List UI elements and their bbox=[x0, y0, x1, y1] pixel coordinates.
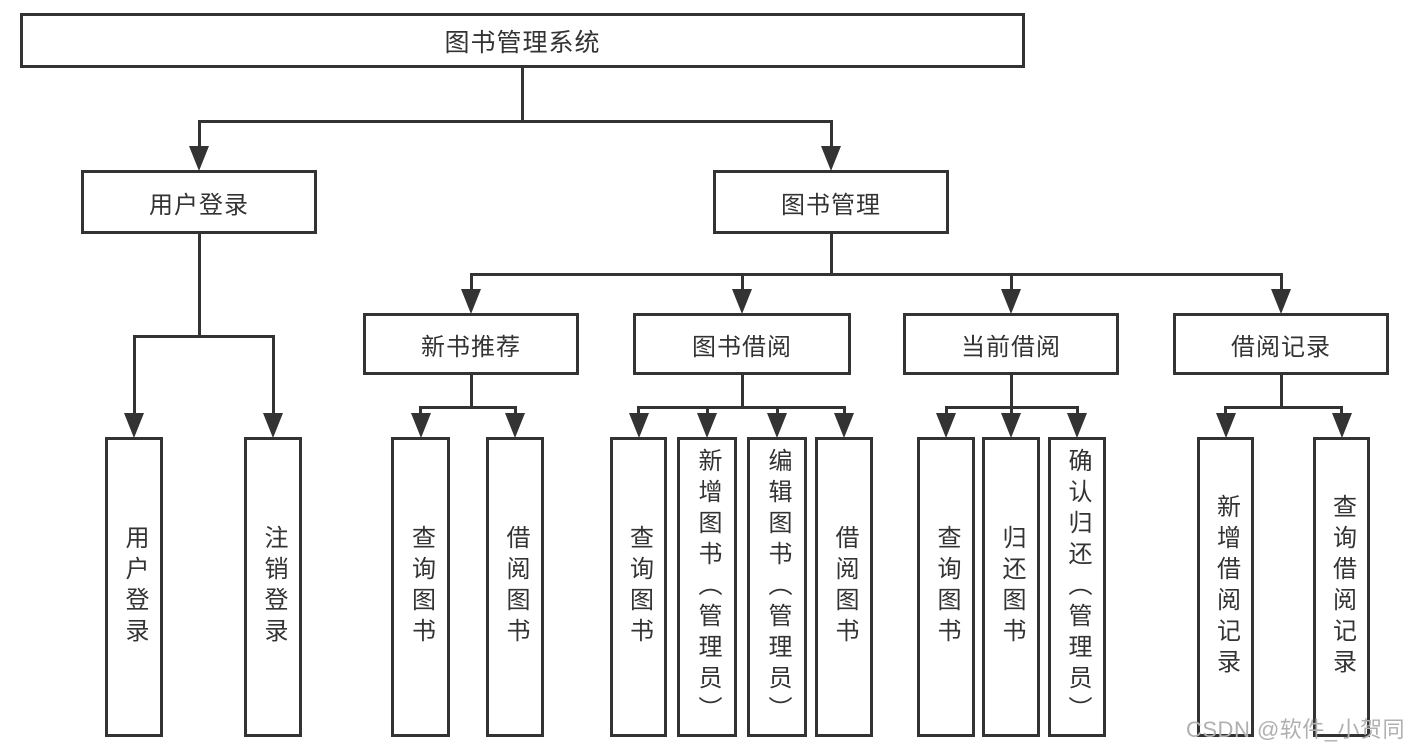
node-label-confirm-return-admin: 确认归还（管理员） bbox=[1064, 447, 1091, 727]
node-label-add-borrow-record: 新增借阅记录 bbox=[1212, 494, 1240, 680]
connector-drop-user-login bbox=[197, 120, 201, 149]
node-label-add-books-admin: 新增图书（管理员） bbox=[694, 447, 721, 727]
connector-drop-confirm-return-admin bbox=[1075, 406, 1079, 416]
arrowhead-down-icon-borrow-records bbox=[1271, 289, 1291, 314]
node-add-borrow-record: 新增借阅记录 bbox=[1197, 437, 1254, 737]
node-query-books-rec: 查询图书 bbox=[391, 437, 450, 737]
arrowhead-down-icon-add-borrow-record bbox=[1215, 413, 1236, 438]
connector-drop-add-books-admin bbox=[705, 406, 709, 416]
csdn-watermark: CSDN @软件_小贺同学 bbox=[1186, 717, 1405, 742]
connector-drop-return-books bbox=[1009, 406, 1013, 416]
connector-stem-book-mgmt bbox=[829, 234, 833, 276]
node-new-book-rec: 新书推荐 bbox=[363, 313, 579, 375]
connector-rail-borrow-records bbox=[1224, 406, 1343, 409]
node-return-books: 归还图书 bbox=[982, 437, 1040, 737]
connector-drop-book-borrow bbox=[740, 273, 744, 292]
node-label-user-login: 用户登录 bbox=[149, 191, 249, 219]
connector-rail-user-login bbox=[132, 335, 275, 338]
connector-stem-borrow-records bbox=[1279, 375, 1283, 409]
node-borrow-books-borrow: 借阅图书 bbox=[815, 437, 873, 737]
arrowhead-down-icon-return-books bbox=[1001, 413, 1021, 438]
node-label-borrow-records: 借阅记录 bbox=[1231, 333, 1331, 361]
arrowhead-down-icon-book-mgmt bbox=[821, 146, 841, 171]
arrowhead-down-icon-borrow-books-rec bbox=[505, 413, 525, 438]
node-edit-books-admin: 编辑图书（管理员） bbox=[747, 437, 807, 737]
node-borrow-records: 借阅记录 bbox=[1173, 313, 1389, 375]
node-label-new-book-rec: 新书推荐 bbox=[421, 333, 521, 361]
connector-rail-book-mgmt bbox=[469, 273, 1283, 276]
arrowhead-down-icon-user-login-op bbox=[124, 413, 144, 438]
connector-stem-user-login bbox=[197, 234, 201, 338]
connector-drop-borrow-records bbox=[1279, 273, 1283, 292]
arrowhead-down-icon-query-books-current bbox=[936, 413, 956, 438]
node-confirm-return-admin: 确认归还（管理员） bbox=[1048, 437, 1106, 737]
arrowhead-down-icon-add-books-admin bbox=[697, 413, 717, 438]
connector-drop-borrow-books-borrow bbox=[842, 406, 846, 416]
node-label-query-books-borrow: 查询图书 bbox=[625, 525, 653, 649]
connector-drop-book-mgmt bbox=[829, 120, 833, 149]
connector-rail-root bbox=[197, 120, 833, 123]
arrowhead-down-icon-new-book-rec bbox=[461, 289, 481, 314]
node-query-borrow-record: 查询借阅记录 bbox=[1313, 437, 1370, 737]
node-query-books-current: 查询图书 bbox=[917, 437, 975, 737]
arrowhead-down-icon-edit-books-admin bbox=[767, 413, 787, 438]
node-query-books-borrow: 查询图书 bbox=[610, 437, 667, 737]
arrowhead-down-icon-confirm-return-admin bbox=[1067, 413, 1087, 438]
node-borrow-books-rec: 借阅图书 bbox=[486, 437, 544, 737]
arrowhead-down-icon-query-books-rec bbox=[410, 413, 431, 438]
node-label-root: 图书管理系统 bbox=[444, 28, 601, 57]
arrowhead-down-icon-borrow-books-borrow bbox=[834, 413, 854, 438]
node-book-mgmt: 图书管理 bbox=[713, 170, 949, 234]
node-user-login: 用户登录 bbox=[81, 170, 317, 234]
connector-drop-user-login-op bbox=[132, 335, 136, 416]
node-label-logout-op: 注销登录 bbox=[260, 525, 287, 649]
node-label-user-login-op: 用户登录 bbox=[121, 525, 148, 649]
node-label-borrow-books-rec: 借阅图书 bbox=[502, 525, 529, 649]
connector-drop-query-borrow-record bbox=[1340, 406, 1343, 416]
connector-drop-current-borrow bbox=[1009, 273, 1013, 292]
node-label-query-books-rec: 查询图书 bbox=[407, 525, 435, 649]
node-logout-op: 注销登录 bbox=[244, 437, 302, 737]
arrowhead-down-icon-query-borrow-record bbox=[1331, 413, 1352, 438]
connector-stem-new-book-rec bbox=[469, 375, 473, 409]
node-label-book-mgmt: 图书管理 bbox=[781, 191, 881, 219]
node-label-query-borrow-record: 查询借阅记录 bbox=[1328, 494, 1356, 680]
arrowhead-down-icon-query-books-borrow bbox=[628, 413, 649, 438]
connector-rail-new-book-rec bbox=[419, 406, 517, 409]
connector-rail-book-borrow bbox=[637, 406, 846, 409]
connector-drop-query-books-borrow bbox=[637, 406, 640, 416]
arrowhead-down-icon-logout-op bbox=[263, 413, 283, 438]
connector-drop-edit-books-admin bbox=[775, 406, 779, 416]
connector-drop-query-books-current bbox=[944, 406, 948, 416]
connector-drop-logout-op bbox=[271, 335, 275, 416]
node-root: 图书管理系统 bbox=[20, 13, 1025, 68]
connector-drop-add-borrow-record bbox=[1224, 406, 1227, 416]
connector-drop-borrow-books-rec bbox=[513, 406, 517, 416]
node-label-current-borrow: 当前借阅 bbox=[961, 333, 1061, 361]
node-label-borrow-books-borrow: 借阅图书 bbox=[831, 525, 858, 649]
node-label-return-books: 归还图书 bbox=[998, 525, 1025, 649]
arrowhead-down-icon-user-login bbox=[189, 146, 209, 171]
node-current-borrow: 当前借阅 bbox=[903, 313, 1119, 375]
connector-stem-book-borrow bbox=[740, 375, 744, 409]
connector-stem-root bbox=[521, 68, 524, 123]
node-label-edit-books-admin: 编辑图书（管理员） bbox=[764, 447, 791, 727]
node-add-books-admin: 新增图书（管理员） bbox=[677, 437, 737, 737]
node-label-query-books-current: 查询图书 bbox=[933, 525, 960, 649]
connector-stem-current-borrow bbox=[1009, 375, 1013, 409]
arrowhead-down-icon-current-borrow bbox=[1001, 289, 1021, 314]
connector-drop-query-books-rec bbox=[419, 406, 422, 416]
node-book-borrow: 图书借阅 bbox=[633, 313, 851, 375]
arrowhead-down-icon-book-borrow bbox=[732, 289, 752, 314]
connector-drop-new-book-rec bbox=[469, 273, 473, 292]
node-label-book-borrow: 图书借阅 bbox=[692, 333, 792, 361]
node-user-login-op: 用户登录 bbox=[105, 437, 163, 737]
